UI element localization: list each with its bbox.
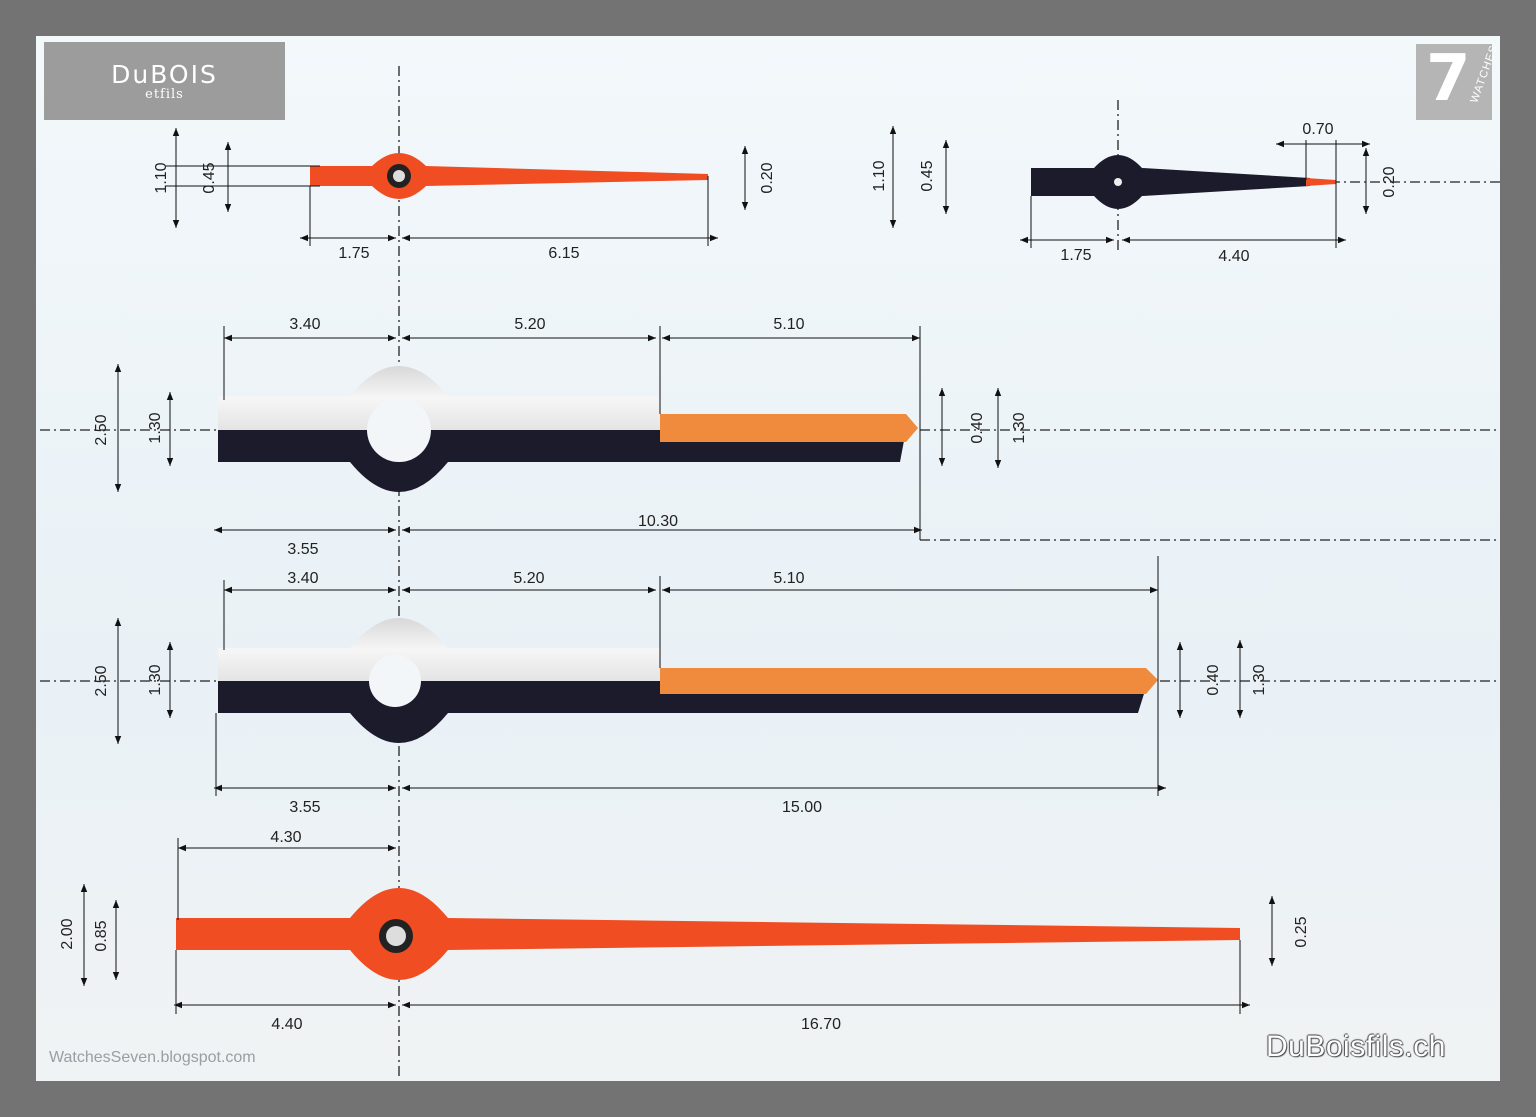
hand-3-dims [114, 326, 1002, 540]
hand-4 [218, 618, 1158, 743]
dim-label: 10.30 [638, 513, 678, 530]
brand-subtitle: etfils [145, 87, 184, 102]
dim-label: 5.20 [513, 570, 544, 587]
dim-label: 6.15 [548, 245, 579, 262]
dim-label: 0.70 [1302, 121, 1333, 138]
dim-label: 0.45 [201, 162, 218, 193]
dim-label: 4.40 [1218, 248, 1249, 265]
hand-1 [310, 153, 708, 199]
dimension-labels: 1.10 0.45 0.20 1.75 6.15 1.10 0.45 0.70 … [59, 121, 1398, 1033]
blog-credit: WatchesSeven.blogspot.com [49, 1049, 256, 1066]
dim-label: 1.10 [153, 162, 170, 193]
dim-label: 1.75 [1060, 247, 1091, 264]
dim-label: 1.30 [1011, 412, 1028, 443]
dim-label: 4.30 [270, 829, 301, 846]
dim-label: 1.30 [147, 412, 164, 443]
hand-1-dims [166, 128, 749, 246]
dim-label: 3.40 [287, 570, 318, 587]
website-watermark: DuBoisfils.ch [1266, 1030, 1446, 1063]
dim-label: 5.10 [773, 570, 804, 587]
drawing-sheet: 1.10 0.45 0.20 1.75 6.15 1.10 0.45 0.70 … [36, 36, 1500, 1081]
dim-label: 0.85 [93, 920, 110, 951]
dim-label: 5.10 [773, 316, 804, 333]
dim-label: 1.75 [338, 245, 369, 262]
brand-name: DuBOIS [111, 60, 218, 89]
dim-label: 1.10 [871, 160, 888, 191]
dim-label: 4.40 [271, 1016, 302, 1033]
dim-label: 2.50 [93, 665, 110, 696]
dim-label: 0.25 [1293, 916, 1310, 947]
dim-label: 1.30 [1251, 664, 1268, 695]
hand-2 [1031, 155, 1336, 209]
dim-label: 0.45 [919, 160, 936, 191]
dim-label: 1.30 [147, 664, 164, 695]
dim-label: 0.40 [969, 412, 986, 443]
dim-label: 2.00 [59, 918, 76, 949]
dim-label: 16.70 [801, 1016, 841, 1033]
seven-watches-logo: 7 WATCHES [1416, 42, 1500, 120]
hand-5 [176, 888, 1240, 980]
dim-label: 0.20 [1381, 166, 1398, 197]
logo-numeral: 7 [1426, 42, 1471, 116]
dim-label: 2.50 [93, 414, 110, 445]
dim-label: 0.20 [759, 162, 776, 193]
hand-5-dims [80, 838, 1276, 1014]
dim-label: 5.20 [514, 316, 545, 333]
hand-4-dims [114, 556, 1244, 796]
brand-logo: DuBOIS etfils [44, 42, 285, 120]
dim-label: 15.00 [782, 799, 822, 816]
hand-3 [218, 366, 918, 492]
dim-label: 3.55 [287, 541, 318, 558]
technical-drawing: 1.10 0.45 0.20 1.75 6.15 1.10 0.45 0.70 … [40, 66, 1500, 1080]
dim-label: 3.40 [289, 316, 320, 333]
dim-label: 0.40 [1205, 664, 1222, 695]
dim-label: 3.55 [289, 799, 320, 816]
hand-2-dims [889, 126, 1370, 248]
